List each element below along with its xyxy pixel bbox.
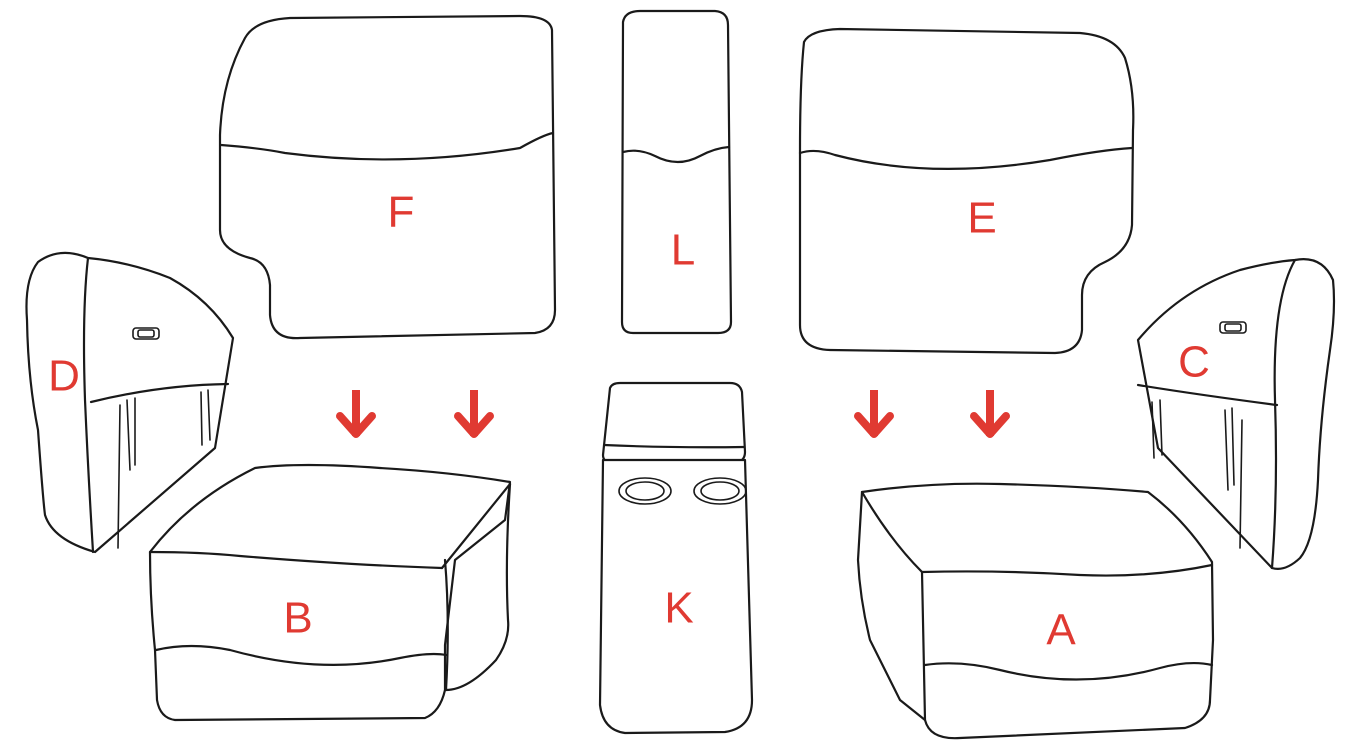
label-e: E	[967, 194, 996, 243]
label-f: F	[388, 188, 415, 237]
assembly-arrows	[336, 390, 1010, 438]
cup-holder-right	[693, 477, 747, 505]
down-arrow	[970, 390, 1010, 438]
down-arrow	[854, 390, 894, 438]
label-c: C	[1178, 338, 1210, 387]
cup-holder-left	[618, 477, 672, 505]
label-b: B	[283, 594, 312, 643]
down-arrow	[336, 390, 376, 438]
arm-d	[25, 251, 235, 554]
seat-base-a	[856, 482, 1215, 740]
label-a: A	[1046, 606, 1076, 655]
seat-base-b	[148, 463, 512, 722]
label-d: D	[48, 352, 80, 401]
label-k: K	[664, 584, 693, 633]
back-cushion-f	[218, 14, 557, 340]
arm-c	[1136, 258, 1336, 570]
down-arrow	[454, 390, 494, 438]
console-k	[598, 381, 754, 735]
back-cushion-l	[620, 9, 733, 335]
back-cushion-e	[798, 27, 1135, 355]
label-l: L	[671, 226, 695, 275]
